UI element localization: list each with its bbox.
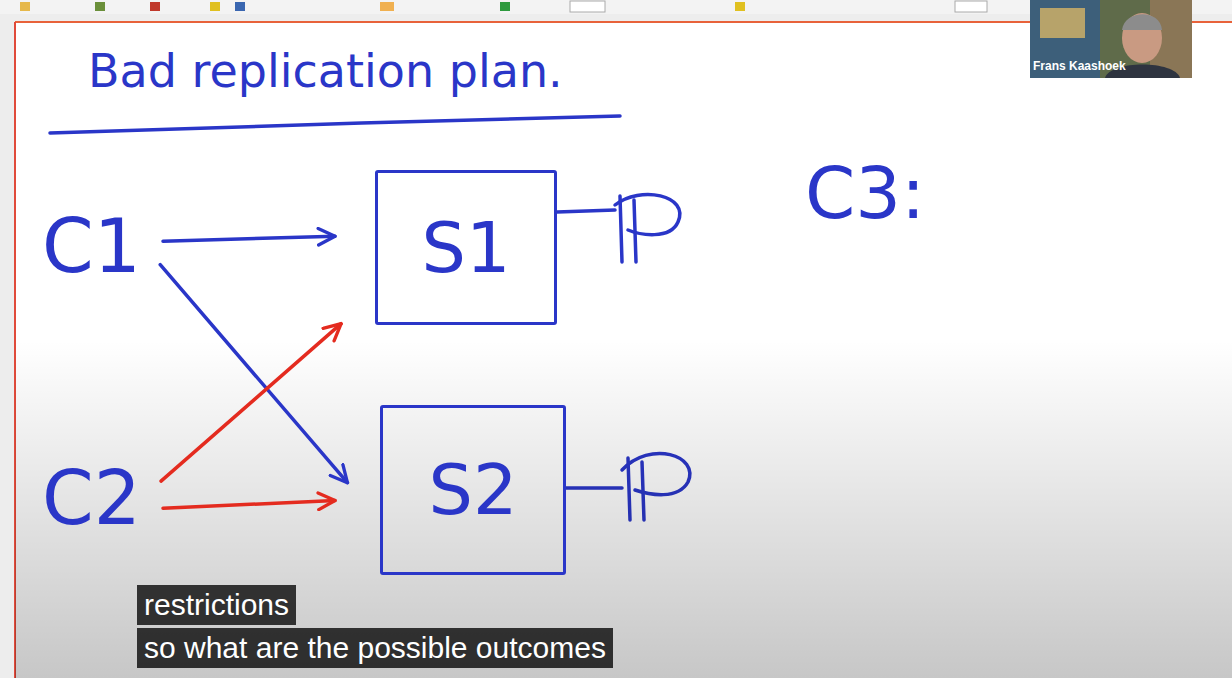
arrow-connector <box>163 236 335 241</box>
whiteboard-title: Bad replication plan. <box>88 44 563 99</box>
webcam-hair <box>1122 14 1162 30</box>
server-box: S1 <box>375 170 557 325</box>
toolbar-icon <box>150 2 160 11</box>
toolbar-field <box>570 1 605 12</box>
toolbar-icon <box>235 2 245 11</box>
arrow-connector <box>160 265 347 483</box>
server-box: S2 <box>380 405 566 575</box>
toolbar-icon <box>95 2 105 11</box>
node-text: S1 <box>422 206 511 290</box>
node-text: C2 <box>42 454 141 543</box>
speaker-name: Frans Kaashoek <box>1033 59 1126 73</box>
toolbar-icon <box>500 2 510 11</box>
toolbar-field <box>955 1 987 12</box>
node-text: S2 <box>429 448 518 532</box>
webcam-face <box>1122 13 1162 63</box>
toolbar-icon <box>735 2 745 11</box>
arrow-connector <box>163 501 335 509</box>
whiteboard-page <box>15 22 1232 678</box>
subtitle-line: restrictions <box>137 585 296 625</box>
client-label: C2 <box>28 448 155 549</box>
webcam-background <box>1030 0 1192 78</box>
storage-loop <box>615 194 680 234</box>
webcam-thumbnail: Frans Kaashoek <box>1030 0 1192 78</box>
client-label: C3: <box>805 150 925 236</box>
toolbar-icon <box>380 2 394 11</box>
node-text: C1 <box>42 202 141 291</box>
client-label: C1 <box>28 196 155 297</box>
storage-stroke <box>620 196 622 262</box>
video-shade <box>15 340 1232 678</box>
webcam-map <box>1040 8 1085 38</box>
arrow-connector <box>161 324 341 481</box>
subtitle-line: so what are the possible outcomes <box>137 628 613 668</box>
toolbar-icon <box>20 2 30 11</box>
storage-symbol <box>557 194 680 262</box>
title-underline <box>50 116 620 133</box>
toolbar-icon <box>210 2 220 11</box>
storage-wire <box>557 210 615 212</box>
